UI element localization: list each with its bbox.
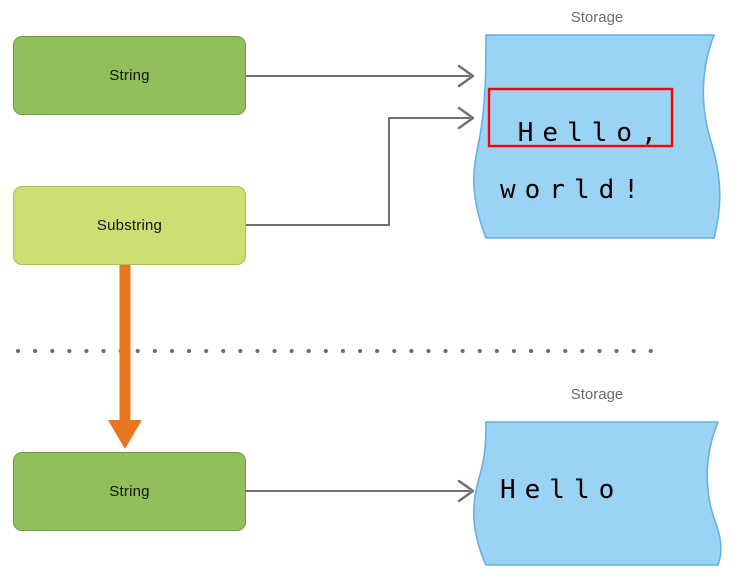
top-storage-shape bbox=[473, 34, 721, 239]
storage-bottom-line1-text: Hello bbox=[500, 475, 624, 505]
node-string-top[interactable]: String bbox=[13, 36, 246, 115]
storage-label-bottom: Storage bbox=[570, 386, 624, 403]
substring-to-string-orange-arrow bbox=[108, 264, 142, 449]
bottom-string-to-storage-arrow bbox=[246, 479, 475, 503]
storage-top-line2-text: world! bbox=[500, 175, 648, 205]
hello-highlight-rectangle bbox=[487, 87, 674, 148]
bottom-storage-shape bbox=[473, 421, 722, 566]
node-substring[interactable]: Substring bbox=[13, 186, 246, 265]
storage-top-line1-comma: , bbox=[641, 118, 657, 148]
storage-top-line1-text: Hello bbox=[517, 118, 642, 148]
string-to-storage-arrow bbox=[246, 64, 475, 88]
storage-top-line1: Hello, bbox=[500, 100, 657, 166]
substring-to-storage-arrow bbox=[246, 106, 475, 226]
node-string-top-label: String bbox=[109, 67, 150, 84]
storage-label-top: Storage bbox=[570, 9, 624, 26]
node-substring-label: Substring bbox=[96, 217, 163, 234]
node-string-bottom[interactable]: String bbox=[13, 452, 246, 531]
node-string-bottom-label: String bbox=[109, 483, 150, 500]
